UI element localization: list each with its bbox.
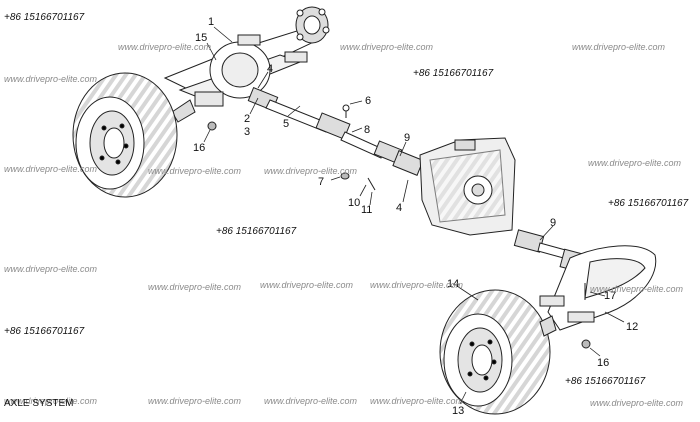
callout-12: 12	[626, 321, 638, 333]
callout-16b: 16	[597, 357, 609, 369]
callout-16: 16	[193, 142, 205, 154]
front-wheel	[72, 72, 178, 198]
watermark-phone: +86 15166701167	[565, 376, 646, 387]
callout-17: 17	[604, 290, 616, 302]
callout-15: 15	[195, 32, 207, 44]
callout-14: 14	[447, 278, 459, 290]
callout-5: 5	[283, 118, 289, 130]
callout-8: 8	[364, 124, 370, 136]
watermark-site: www.drivepro-elite.com	[264, 396, 358, 406]
callout-4b: 4	[396, 202, 402, 214]
leader-lines	[203, 26, 625, 405]
watermark-site: www.drivepro-elite.com	[370, 280, 464, 290]
callout-13: 13	[452, 405, 464, 417]
callout-11: 11	[361, 204, 372, 216]
diagram-caption: AXLE SYSTEM	[4, 398, 74, 409]
callout-2: 2	[244, 113, 250, 125]
callout-4: 4	[267, 63, 273, 75]
watermark-phone: +86 15166701167	[608, 198, 689, 209]
callout-9: 9	[404, 132, 410, 144]
callout-7: 7	[318, 176, 324, 188]
watermark-site: www.drivepro-elite.com	[340, 42, 434, 52]
watermark-site: www.drivepro-elite.com	[148, 166, 242, 176]
watermark-site: www.drivepro-elite.com	[148, 282, 242, 292]
callout-1: 1	[208, 16, 214, 28]
watermark-site: www.drivepro-elite.com	[264, 166, 358, 176]
callout-numbers: 1 15 4 2 3 5 6 8 16 9 7 10 11 4 9 14 17 …	[193, 16, 638, 417]
watermark-site: www.drivepro-elite.com	[572, 42, 666, 52]
callout-3: 3	[244, 126, 250, 138]
rear-wheel	[439, 289, 557, 415]
callout-10: 10	[348, 197, 360, 209]
rear-axle-housing	[539, 245, 657, 349]
callout-9b: 9	[550, 217, 556, 229]
watermark-phone: +86 15166701167	[413, 68, 494, 79]
callout-6: 6	[365, 95, 371, 107]
watermark-phone: +86 15166701167	[216, 226, 297, 237]
watermark-site: www.drivepro-elite.com	[588, 158, 682, 168]
front-drive-shaft	[207, 86, 424, 191]
watermark-site: www.drivepro-elite.com	[590, 284, 684, 294]
watermark-site: www.drivepro-elite.com	[370, 396, 464, 406]
watermark-site: www.drivepro-elite.com	[4, 164, 98, 174]
watermark-site: www.drivepro-elite.com	[4, 396, 98, 406]
watermark-site: www.drivepro-elite.com	[118, 42, 212, 52]
watermark-phone: +86 15166701167	[4, 326, 85, 337]
watermark-site: www.drivepro-elite.com	[590, 398, 684, 408]
transmission	[419, 137, 516, 236]
watermark-site: www.drivepro-elite.com	[260, 280, 354, 290]
watermark-phone: +86 15166701167	[4, 12, 85, 23]
front-axle-housing	[163, 6, 330, 123]
watermark-site: www.drivepro-elite.com	[4, 74, 98, 84]
watermark-site: www.drivepro-elite.com	[148, 396, 242, 406]
watermark-site: www.drivepro-elite.com	[4, 264, 98, 274]
